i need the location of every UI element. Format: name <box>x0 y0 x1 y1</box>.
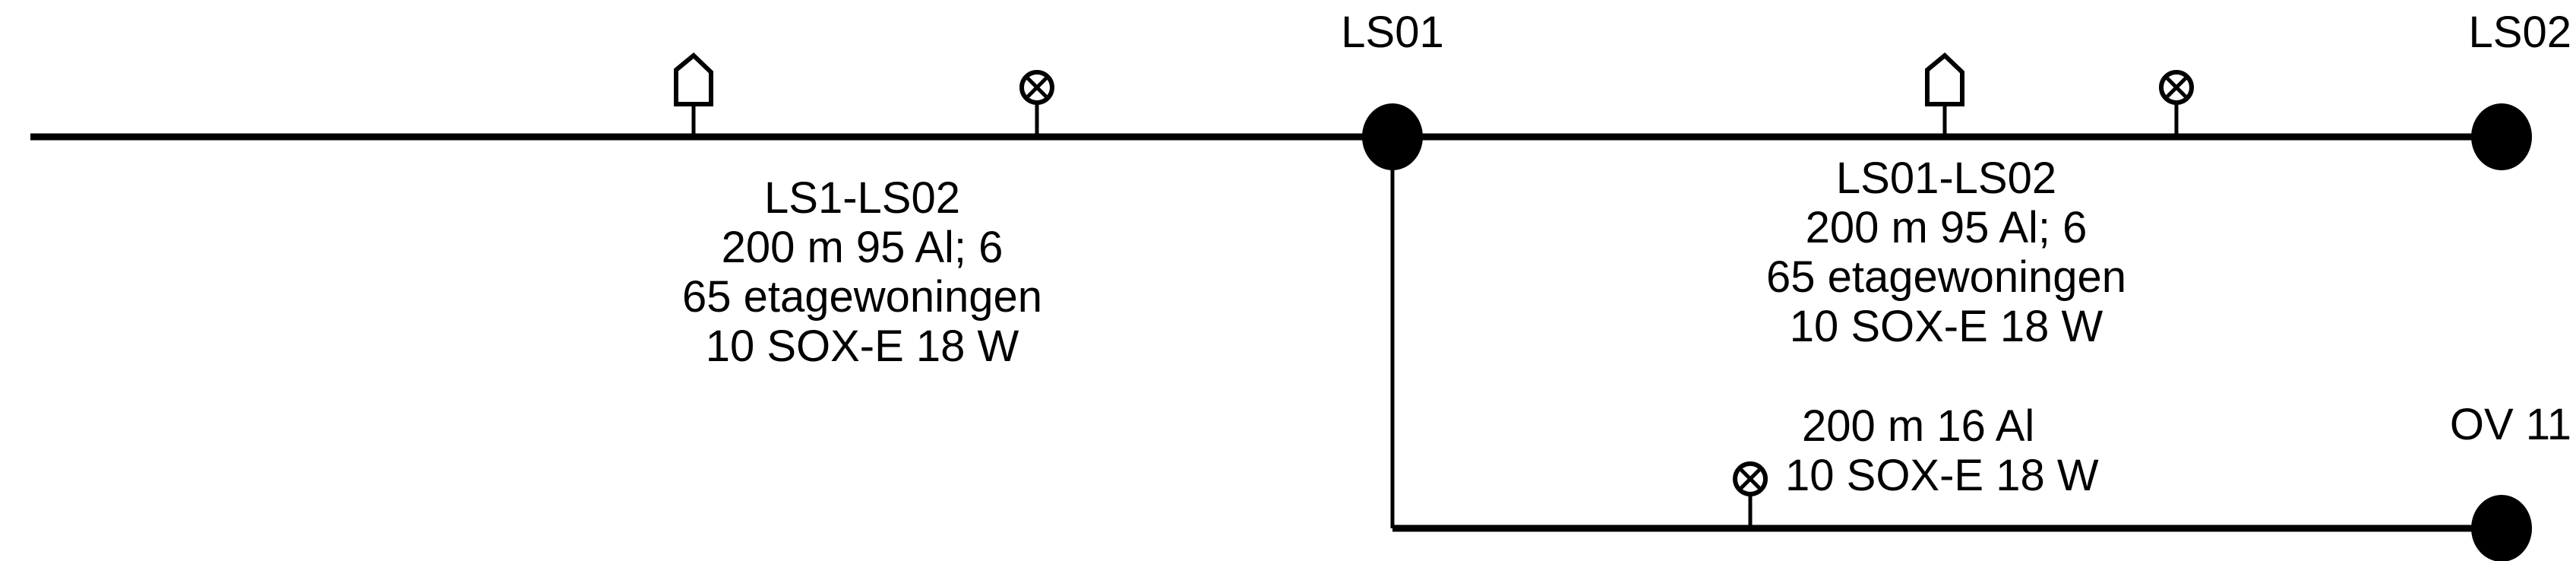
cable-spec: 200 m 16 Al <box>1802 401 2034 451</box>
cable-load: 65 etagewoningen <box>682 272 1042 322</box>
cable-name: LS1-LS02 <box>764 173 960 223</box>
cable-lighting: 10 SOX-E 18 W <box>706 322 1019 371</box>
node-label-ls01: LS01 <box>1341 8 1443 57</box>
cable-label-right: LS01-LS02 200 m 95 Al; 6 65 etagewoninge… <box>1766 154 2126 351</box>
cable-spec: 200 m 95 Al; 6 <box>1806 203 2088 252</box>
node-label-ls02: LS02 <box>2469 8 2571 57</box>
cable-spec: 200 m 95 Al; 6 <box>722 223 1004 272</box>
house-connection-icon <box>674 52 713 137</box>
house-connection-icon <box>1925 52 1964 137</box>
cable-lighting: 10 SOX-E 18 W <box>1790 302 2103 351</box>
street-lamp-icon <box>1019 70 1054 137</box>
cable-label-left: LS1-LS02 200 m 95 Al; 6 65 etagewoningen… <box>682 173 1042 371</box>
cable-lighting: 10 SOX-E 18 W <box>1785 451 2099 500</box>
node-label-ov11: OV 11 <box>2450 400 2571 449</box>
node-ls02[interactable] <box>2471 103 2532 170</box>
node-ls01[interactable] <box>1362 103 1423 170</box>
street-lamp-icon <box>1733 461 1768 528</box>
street-lamp-icon <box>2159 70 2194 137</box>
cable-load: 65 etagewoningen <box>1766 252 2126 302</box>
node-ov11[interactable] <box>2471 495 2532 561</box>
cable-label-lower: 200 m 16 Al 10 SOX-E 18 W <box>1785 401 2099 500</box>
cable-name: LS01-LS02 <box>1836 154 2056 203</box>
